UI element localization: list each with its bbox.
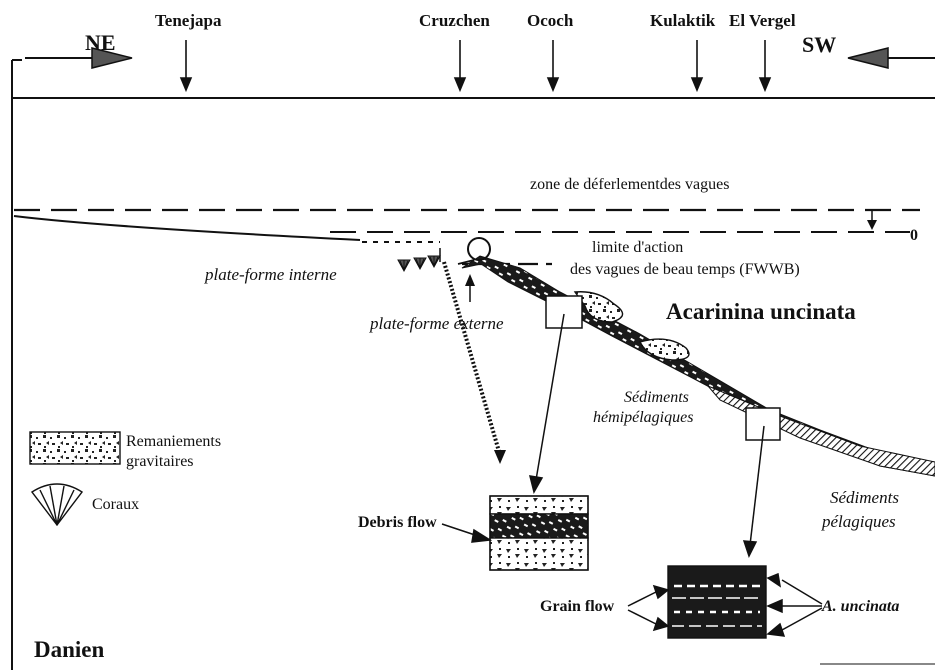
- legend-corals-label: Coraux: [92, 496, 140, 513]
- species-abbrev-label: A. uncinata: [822, 598, 900, 615]
- sea-level-zero: 0: [910, 227, 918, 244]
- species-pointers: [766, 572, 823, 637]
- coral-icons: [397, 255, 441, 273]
- locality-el-vergel: El Vergel: [729, 11, 796, 30]
- gravity-deposits: [573, 291, 690, 361]
- pelagic-label-line2: pélagiques: [822, 512, 896, 531]
- grain-flow-block: [667, 565, 767, 639]
- zone-species-title: Acarinina uncinata: [666, 299, 856, 324]
- debris-flow-pointer: [441, 523, 493, 543]
- arrow-sw: [847, 47, 935, 69]
- surf-zone-label: zone de déferlementdes vagues: [530, 176, 730, 193]
- surf-zone-circle: [457, 237, 491, 265]
- sample-arrows: [528, 313, 765, 558]
- locality-ococh: Ococh: [527, 11, 574, 30]
- debris-flow-label: Debris flow: [358, 514, 437, 531]
- fwwb-label-line2: des vagues de beau temps (FWWB): [570, 261, 800, 278]
- legend-coral-icon: [30, 483, 84, 527]
- debris-flow-block: [489, 495, 589, 571]
- hemipelagic-label-line2: hémipélagiques: [593, 409, 694, 426]
- direction-ne-label: NE: [85, 30, 116, 55]
- frame: [11, 59, 935, 670]
- locality-tenejapa: Tenejapa: [155, 11, 222, 30]
- inner-platform-label: plate-forme interne: [205, 265, 337, 284]
- legend-gravel-swatch: [29, 431, 121, 465]
- grain-flow-pointers: [627, 584, 670, 632]
- locality-arrows: [179, 40, 772, 93]
- locality-kulaktik: Kulaktik: [650, 11, 716, 30]
- stage-label: Danien: [34, 637, 105, 662]
- grain-flow-label: Grain flow: [540, 598, 615, 615]
- legend-reworked-line2: gravitaires: [126, 453, 194, 470]
- outer-platform-marker: [442, 261, 506, 464]
- legend-reworked-line1: Remaniements: [126, 433, 222, 450]
- arrow-ne: [25, 47, 133, 69]
- hemipelagic-label-line1: Sédiments: [624, 389, 689, 406]
- fwwb-label-line1: limite d'action: [592, 239, 684, 256]
- locality-cruzchen: Cruzchen: [419, 11, 490, 30]
- sea-level: [14, 208, 920, 233]
- sample-boxes: [545, 295, 781, 441]
- direction-sw-label: SW: [802, 32, 837, 57]
- outer-platform-label: plate-forme externe: [370, 314, 504, 333]
- pelagic-label-line1: Sédiments: [830, 488, 899, 507]
